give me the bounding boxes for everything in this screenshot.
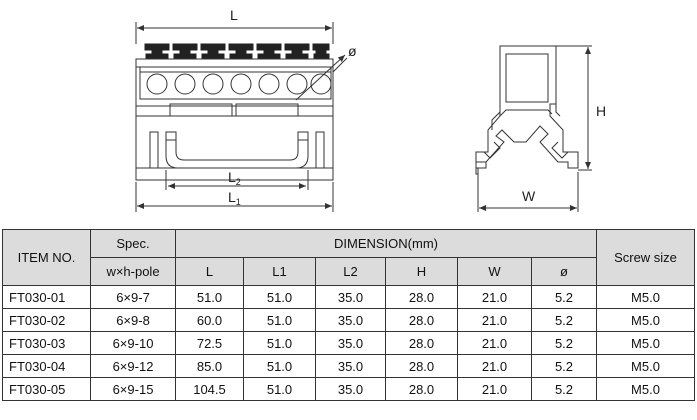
- label-L2-sub: 2: [236, 177, 241, 187]
- cell-L2: 35.0: [315, 354, 386, 378]
- cell-item-no: FT030-03: [2, 331, 91, 355]
- cell-L: 104.5: [175, 377, 244, 401]
- cell-L: 72.5: [175, 331, 244, 355]
- cell-screw: M5.0: [596, 354, 695, 378]
- cell-item-no: FT030-02: [2, 308, 91, 332]
- cell-L: 51.0: [175, 285, 244, 309]
- header-L: L: [175, 257, 244, 286]
- cell-screw: M5.0: [596, 331, 695, 355]
- label-H: H: [596, 103, 606, 119]
- cell-spec: 6×9-10: [90, 331, 176, 355]
- cell-L: 85.0: [175, 354, 244, 378]
- side-view-drawing: [475, 45, 592, 212]
- label-L1-sub: 1: [236, 197, 241, 207]
- header-spec-line2: w×h-pole: [90, 257, 176, 286]
- cell-W: 21.0: [457, 285, 532, 309]
- screw-heads: [144, 43, 330, 60]
- header-item-no: ITEM NO.: [2, 229, 91, 286]
- cell-H: 28.0: [385, 285, 458, 309]
- cell-spec: 6×9-8: [90, 308, 176, 332]
- cell-L1: 51.0: [243, 331, 316, 355]
- cell-phi: 5.2: [531, 377, 597, 401]
- label-L: L: [230, 7, 238, 23]
- cell-H: 28.0: [385, 308, 458, 332]
- label-L1-main: L: [228, 189, 236, 205]
- label-L1: L1: [228, 189, 241, 207]
- header-L2: L2: [315, 257, 386, 286]
- cell-W: 21.0: [457, 331, 532, 355]
- table-row: FT030-05 6×9-15 104.5 51.0 35.0 28.0 21.…: [2, 377, 695, 401]
- label-L2: L2: [228, 169, 241, 187]
- cell-phi: 5.2: [531, 285, 597, 309]
- table-row: FT030-03 6×9-10 72.5 51.0 35.0 28.0 21.0…: [2, 331, 695, 355]
- header-phi: ø: [531, 257, 597, 286]
- cell-screw: M5.0: [596, 285, 695, 309]
- cell-item-no: FT030-01: [2, 285, 91, 309]
- table-row: FT030-04 6×9-12 85.0 51.0 35.0 28.0 21.0…: [2, 354, 695, 378]
- cell-spec: 6×9-7: [90, 285, 176, 309]
- label-L2-main: L: [228, 169, 236, 185]
- header-spec-line1: Spec.: [90, 229, 176, 258]
- cell-item-no: FT030-04: [2, 354, 91, 378]
- table-row: FT030-02 6×9-8 60.0 51.0 35.0 28.0 21.0 …: [2, 308, 695, 332]
- technical-drawings: L ø L2 L1 H: [135, 7, 606, 212]
- cell-L1: 51.0: [243, 308, 316, 332]
- cell-L1: 51.0: [243, 377, 316, 401]
- front-view-drawing: [135, 22, 348, 212]
- cell-L2: 35.0: [315, 377, 386, 401]
- cell-L1: 51.0: [243, 354, 316, 378]
- header-dimension: DIMENSION(mm): [175, 229, 597, 258]
- header-W: W: [457, 257, 532, 286]
- cell-item-no: FT030-05: [2, 377, 91, 401]
- cell-L2: 35.0: [315, 285, 386, 309]
- cell-L: 60.0: [175, 308, 244, 332]
- specification-table: ITEM NO. Spec. DIMENSION(mm) Screw size …: [2, 229, 695, 401]
- table-row: FT030-01 6×9-7 51.0 51.0 35.0 28.0 21.0 …: [2, 285, 695, 309]
- cell-W: 21.0: [457, 377, 532, 401]
- cell-screw: M5.0: [596, 377, 695, 401]
- cell-W: 21.0: [457, 354, 532, 378]
- phi-leader-line: [295, 54, 346, 101]
- cell-phi: 5.2: [531, 354, 597, 378]
- header-H: H: [385, 257, 458, 286]
- header-L1: L1: [243, 257, 316, 286]
- header-screw-size: Screw size: [596, 229, 695, 286]
- terminal-holes: [146, 73, 332, 95]
- cell-screw: M5.0: [596, 308, 695, 332]
- label-phi: ø: [348, 43, 357, 59]
- label-W: W: [522, 188, 536, 204]
- cell-L1: 51.0: [243, 285, 316, 309]
- cell-spec: 6×9-12: [90, 354, 176, 378]
- cell-W: 21.0: [457, 308, 532, 332]
- cell-phi: 5.2: [531, 308, 597, 332]
- table-header: ITEM NO. Spec. DIMENSION(mm) Screw size …: [2, 229, 695, 286]
- cell-L2: 35.0: [315, 331, 386, 355]
- cell-H: 28.0: [385, 354, 458, 378]
- drawing-canvas: L ø L2 L1 H: [135, 7, 606, 212]
- cell-phi: 5.2: [531, 331, 597, 355]
- cell-H: 28.0: [385, 377, 458, 401]
- table-body: FT030-01 6×9-7 51.0 51.0 35.0 28.0 21.0 …: [2, 285, 695, 401]
- cell-H: 28.0: [385, 331, 458, 355]
- cell-spec: 6×9-15: [90, 377, 176, 401]
- cell-L2: 35.0: [315, 308, 386, 332]
